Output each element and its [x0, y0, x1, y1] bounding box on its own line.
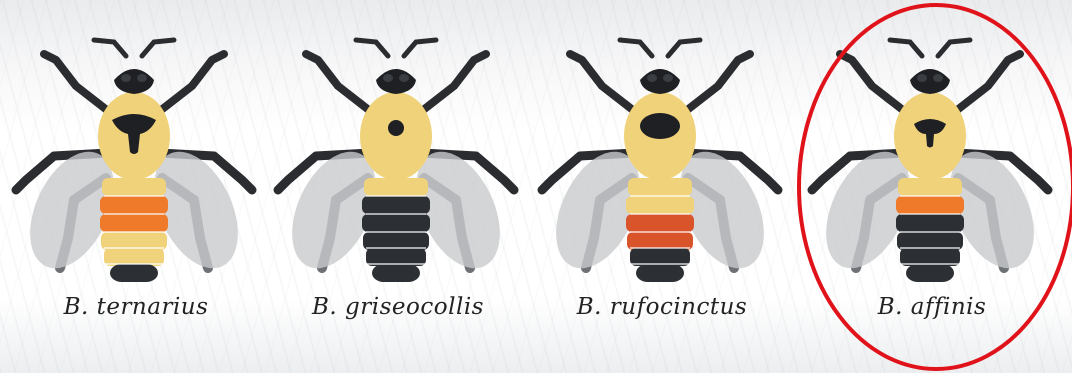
highlight-circle [0, 0, 1072, 373]
